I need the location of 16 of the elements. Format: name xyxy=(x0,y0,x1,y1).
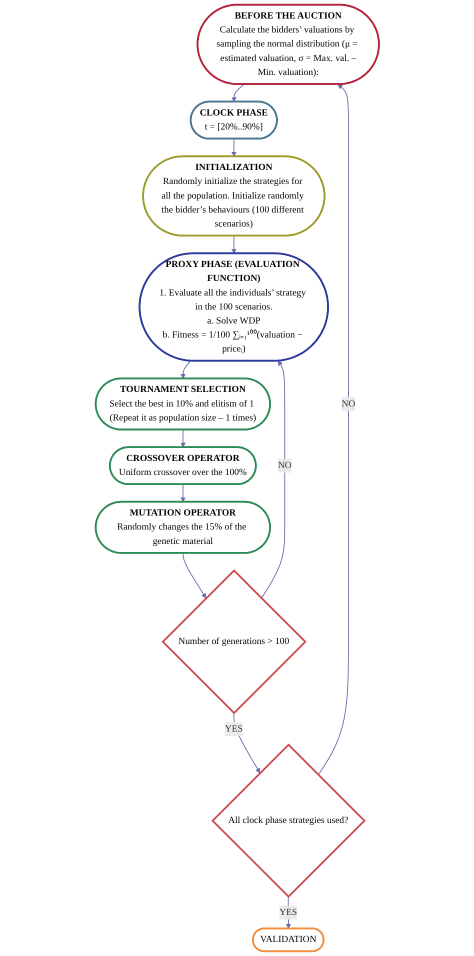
arrow xyxy=(180,484,186,502)
arrow xyxy=(182,552,206,598)
arrow xyxy=(260,360,285,599)
edge-label: YES xyxy=(224,724,242,734)
arrow xyxy=(231,138,236,157)
node-diamond: Number of generations > 100 xyxy=(161,569,306,714)
arrow xyxy=(231,84,244,102)
edge-label: YES xyxy=(279,907,297,918)
arrow xyxy=(180,360,191,379)
arrow xyxy=(231,235,236,254)
arrow xyxy=(180,429,186,448)
node-diamond: All clock phase strategies used? xyxy=(211,744,366,898)
edge-label: NO xyxy=(278,460,292,470)
edge-label: NO xyxy=(341,398,355,409)
arrow xyxy=(318,84,349,776)
arrow xyxy=(233,712,260,774)
